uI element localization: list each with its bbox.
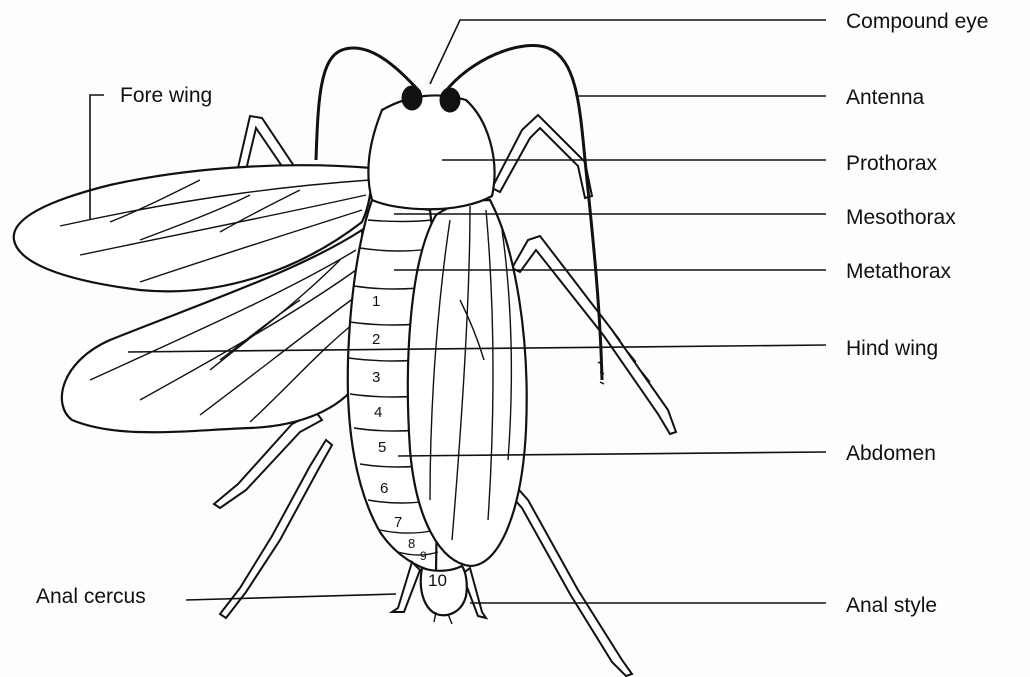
- label-compound-eye: Compound eye: [846, 10, 988, 33]
- segment-number-3: 3: [372, 369, 380, 386]
- label-prothorax: Prothorax: [846, 152, 938, 175]
- segment-number-1: 1: [372, 293, 380, 310]
- segment-number-7: 7: [394, 514, 402, 531]
- label-mesothorax: Mesothorax: [846, 206, 956, 229]
- label-anal-cercus: Anal cercus: [36, 585, 146, 608]
- tegmina-drawing: [408, 200, 527, 566]
- segment-number-5: 5: [378, 439, 386, 456]
- segment-number-9: 9: [420, 549, 427, 563]
- segment-number-6: 6: [380, 480, 388, 497]
- pronotum-drawing: [368, 86, 494, 209]
- segment-number-2: 2: [372, 331, 380, 348]
- label-antenna: Antenna: [846, 86, 925, 109]
- segment-number-8: 8: [408, 536, 415, 551]
- right-compound-eye: [440, 88, 460, 112]
- label-hind-wing: Hind wing: [846, 337, 938, 360]
- segment-number-4: 4: [374, 404, 382, 421]
- label-anal-style: Anal style: [846, 594, 937, 617]
- label-fore-wing: Fore wing: [120, 84, 212, 107]
- label-metathorax: Metathorax: [846, 260, 952, 283]
- label-abdomen: Abdomen: [846, 442, 936, 465]
- segment-number-10: 10: [428, 571, 447, 590]
- left-compound-eye: [402, 86, 422, 110]
